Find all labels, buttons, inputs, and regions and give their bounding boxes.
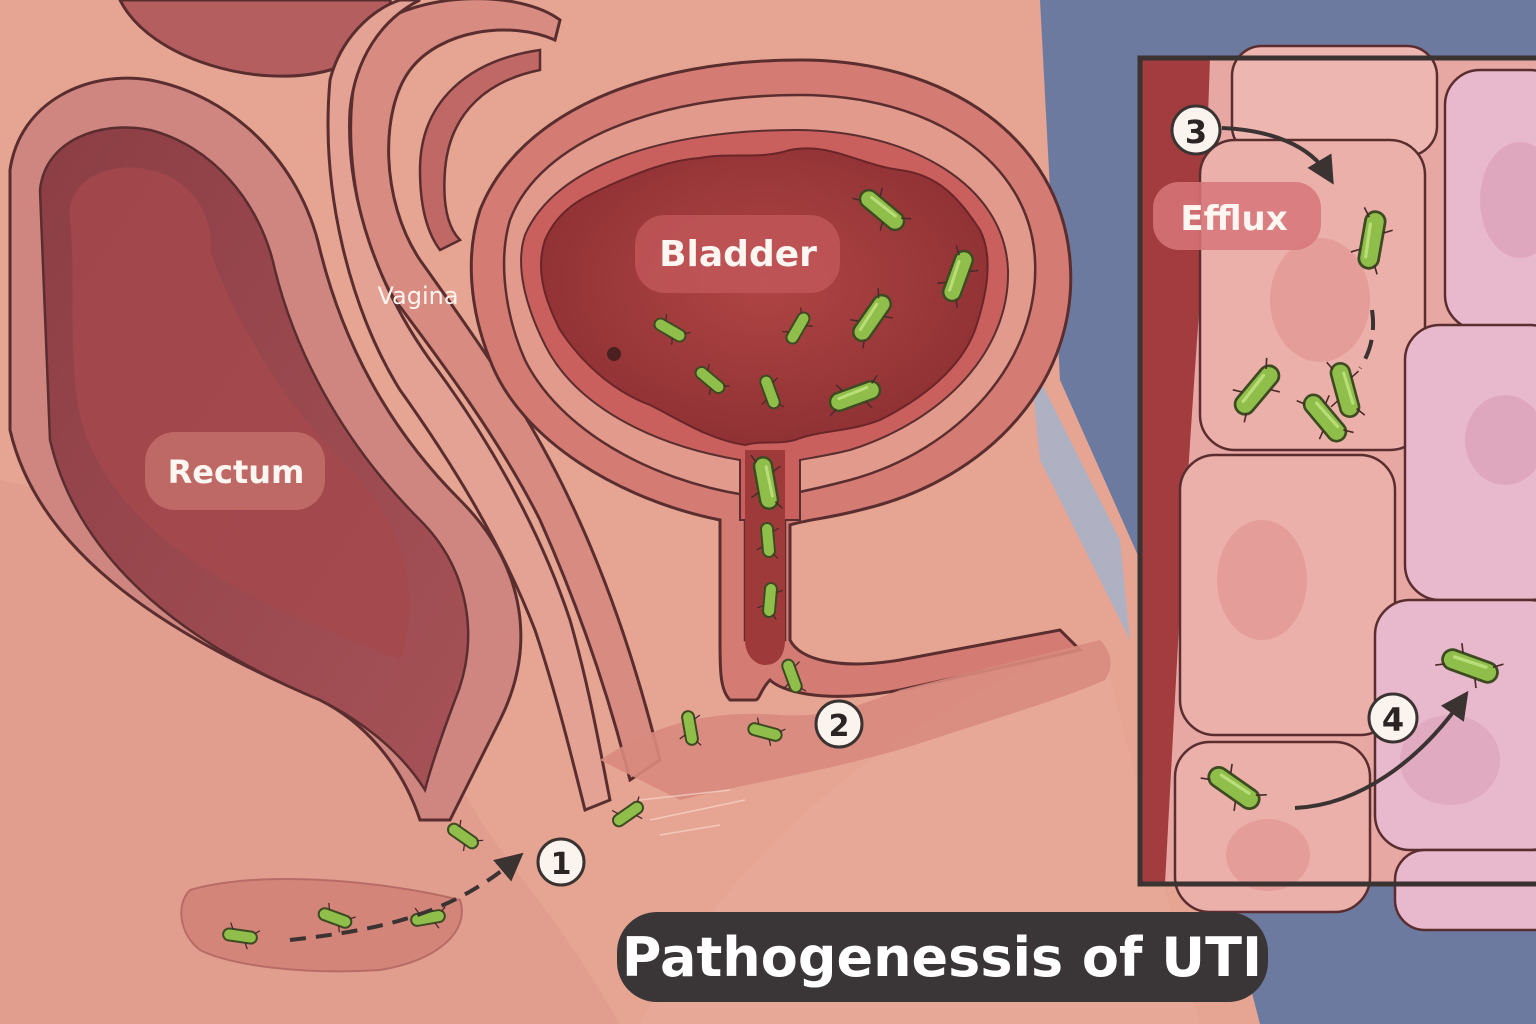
svg-text:1: 1 bbox=[551, 847, 572, 882]
svg-text:4: 4 bbox=[1382, 701, 1404, 739]
step-3-marker: 3 bbox=[1170, 104, 1222, 156]
vagina-label: Vagina bbox=[377, 282, 458, 310]
diagram-title: Pathogenessis of UTI bbox=[622, 926, 1262, 989]
arrow-icon bbox=[1358, 309, 1376, 370]
svg-text:3: 3 bbox=[1185, 113, 1207, 151]
efflux-label: Efflux bbox=[1180, 199, 1287, 239]
arrow-icon bbox=[1294, 690, 1469, 810]
step-1-marker: 1 bbox=[536, 837, 586, 887]
step-4-marker: 4 bbox=[1367, 692, 1419, 744]
step-2-marker: 2 bbox=[814, 699, 864, 749]
efflux-inset: Efflux 3 4 bbox=[1137, 44, 1536, 932]
arrow-icon bbox=[289, 852, 524, 942]
svg-text:2: 2 bbox=[829, 709, 850, 744]
title-banner: Pathogenessis of UTI bbox=[617, 912, 1268, 1002]
rectum-label: Rectum bbox=[168, 453, 305, 491]
arrow-icon bbox=[1221, 126, 1334, 185]
bladder-label: Bladder bbox=[659, 234, 817, 275]
